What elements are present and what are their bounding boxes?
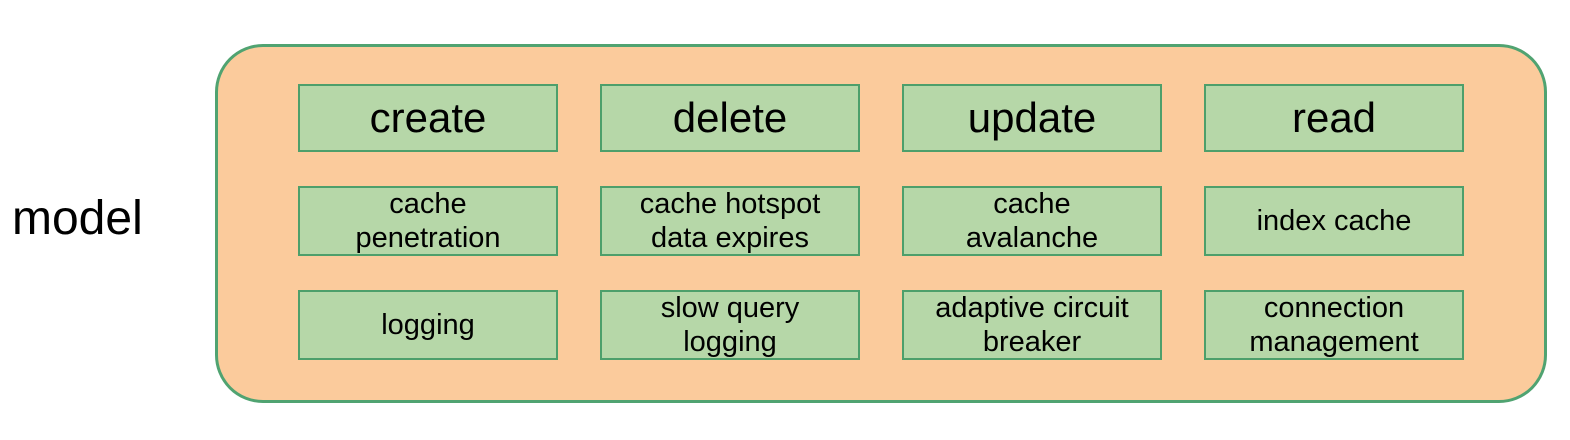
- model-container: create delete update read cache penetrat…: [215, 44, 1547, 403]
- box-update: update: [902, 84, 1162, 152]
- box-cache-penetration: cache penetration: [298, 186, 558, 256]
- box-delete: delete: [600, 84, 860, 152]
- model-grid: create delete update read cache penetrat…: [218, 47, 1544, 360]
- box-slow-query-logging: slow query logging: [600, 290, 860, 360]
- box-logging: logging: [298, 290, 558, 360]
- box-read: read: [1204, 84, 1464, 152]
- model-label: model: [12, 192, 143, 245]
- box-adaptive-circuit-breaker: adaptive circuit breaker: [902, 290, 1162, 360]
- box-connection-management: connection management: [1204, 290, 1464, 360]
- box-index-cache: index cache: [1204, 186, 1464, 256]
- box-create: create: [298, 84, 558, 152]
- box-cache-avalanche: cache avalanche: [902, 186, 1162, 256]
- box-cache-hotspot-data-expires: cache hotspot data expires: [600, 186, 860, 256]
